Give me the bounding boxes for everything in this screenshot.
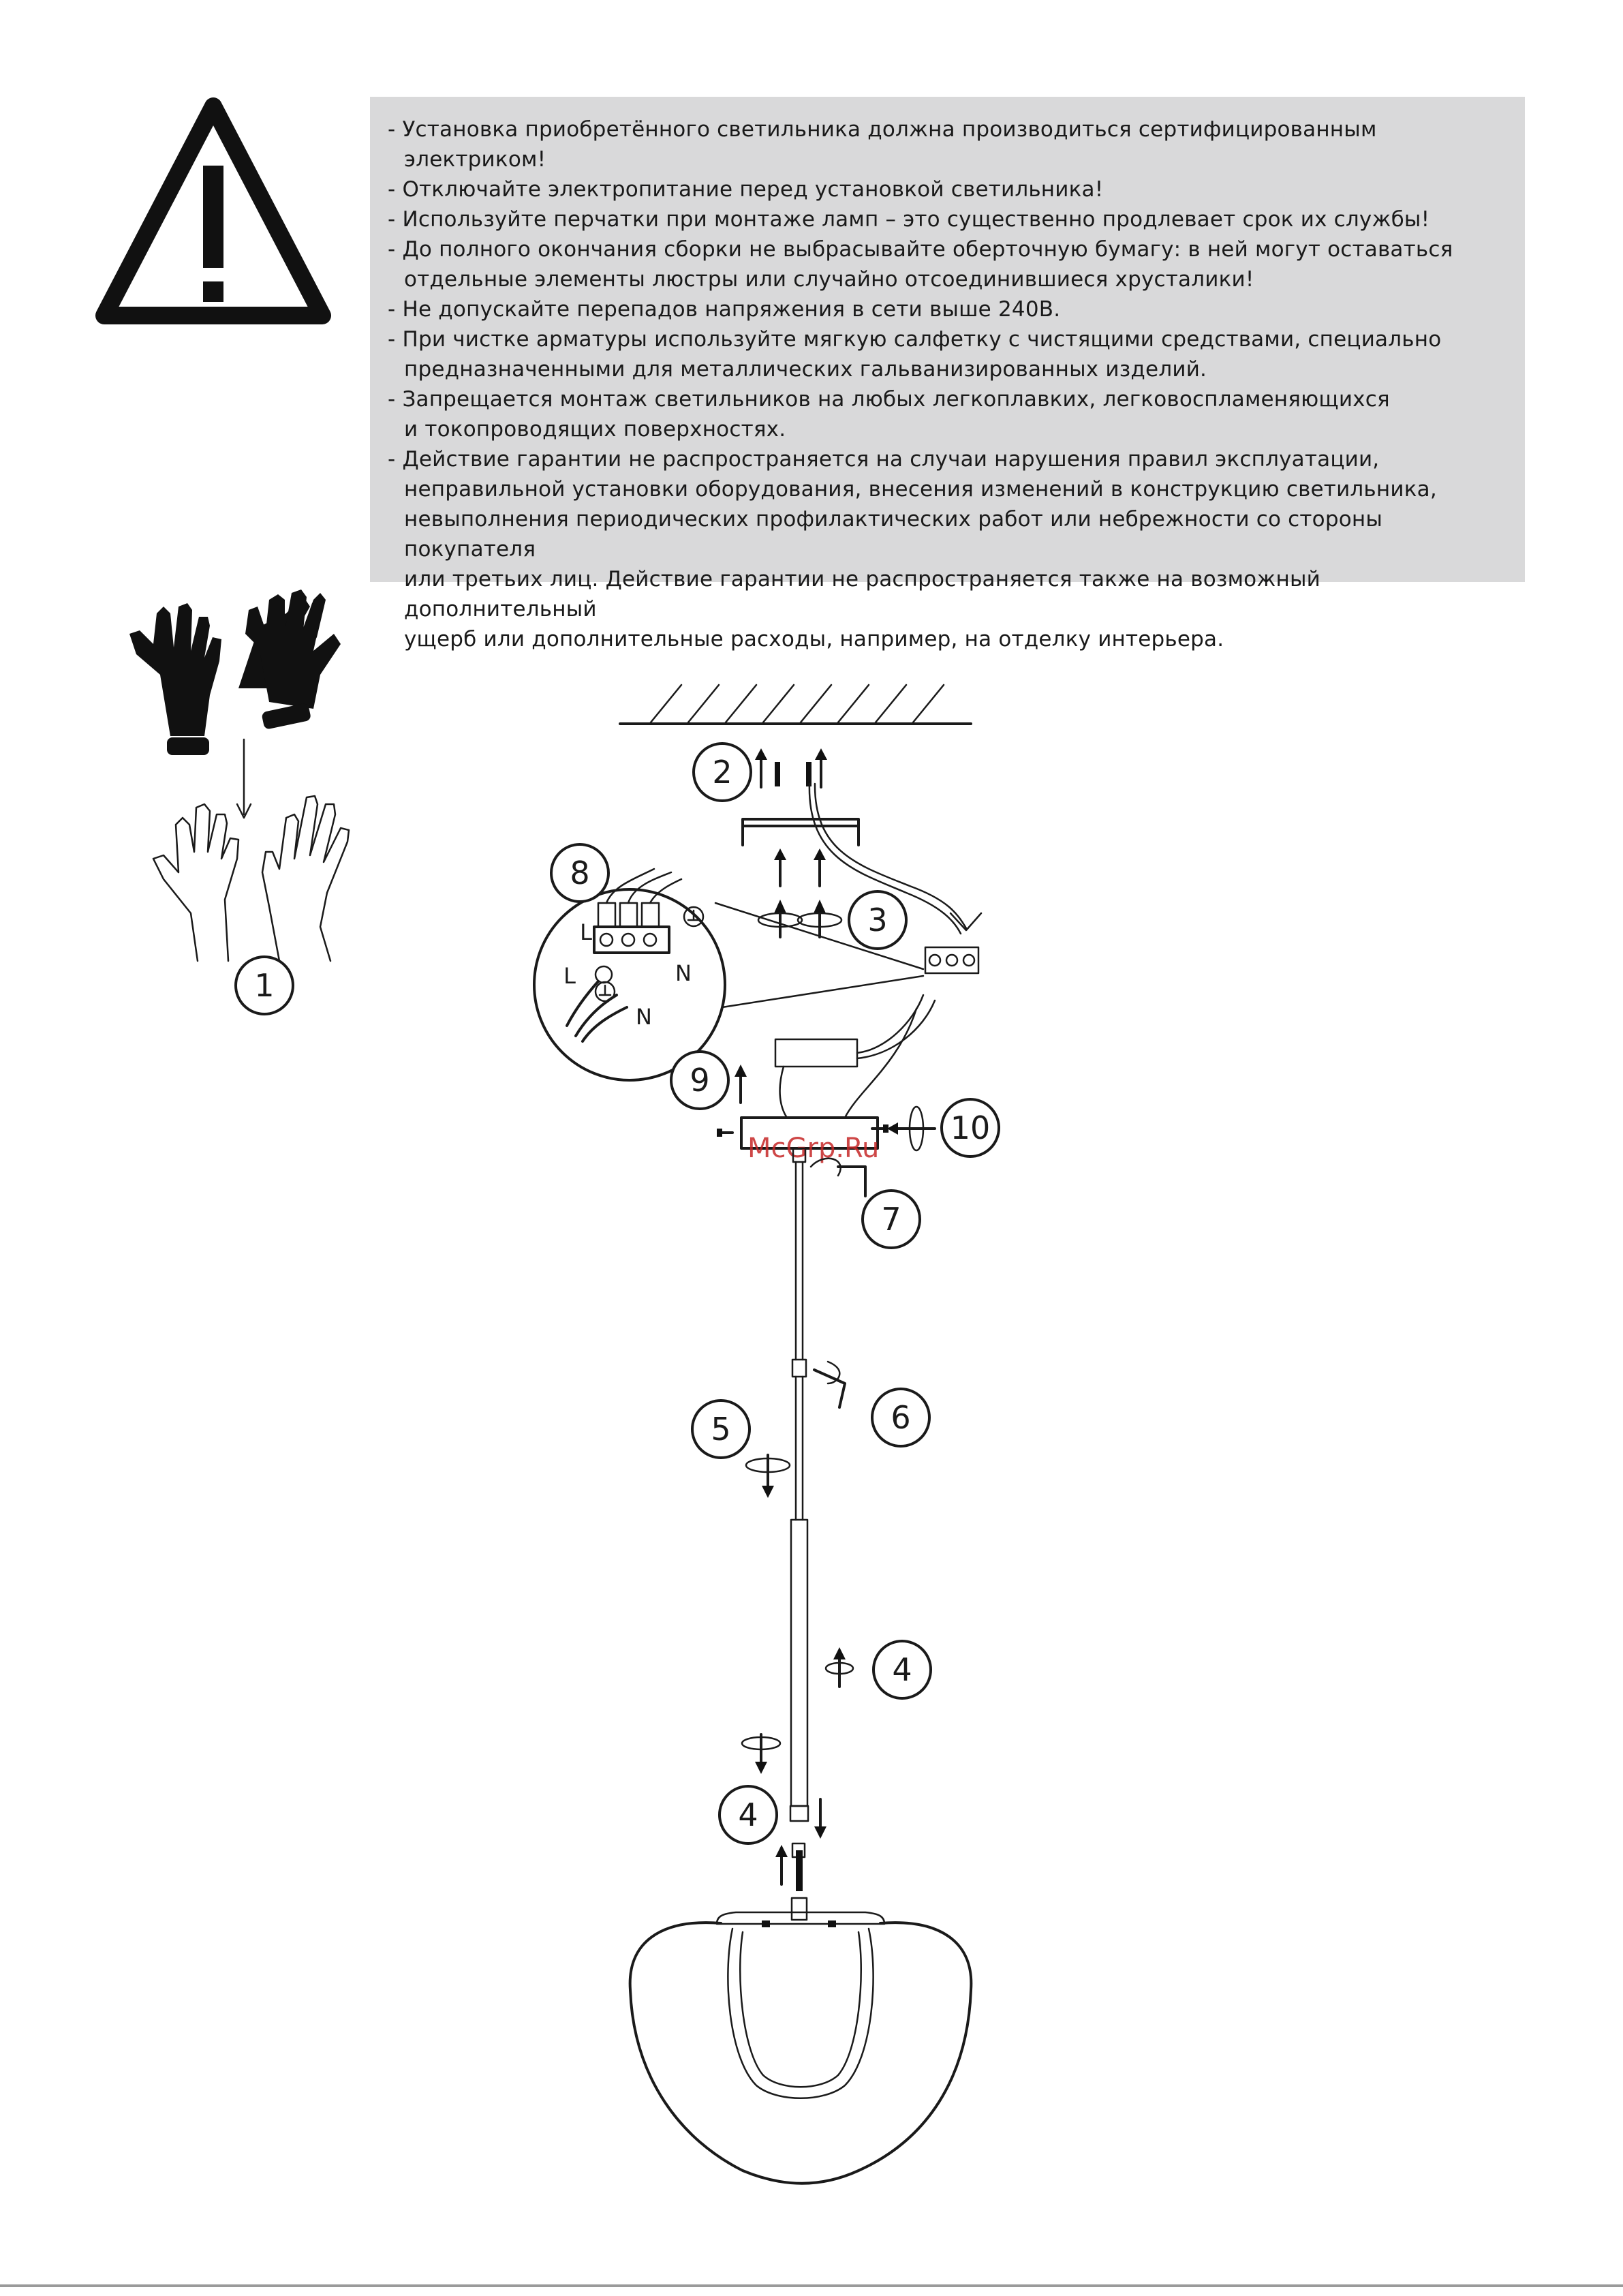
- step-1-marker: [234, 955, 294, 1015]
- arrow-head: [236, 803, 252, 819]
- warning-item: - Используйте перчатки при монтаже ламп …: [388, 207, 1430, 232]
- step-4b-number: 4: [738, 1796, 758, 1833]
- page-bottom-rule: [0, 2284, 1623, 2287]
- anchor-bolts-icon: [755, 748, 827, 789]
- step-2-marker: [692, 742, 752, 802]
- rotate-down-icon: [745, 1454, 791, 1498]
- terminal-label-n: N: [675, 960, 692, 986]
- arrow-head: [735, 1065, 747, 1077]
- warning-list: - Установка приобретённого светильника д…: [388, 114, 1511, 654]
- step-4b-marker: [718, 1785, 778, 1845]
- step-7-number: 7: [881, 1201, 901, 1238]
- mounting-bracket: [741, 782, 968, 935]
- watermark-text: McGrp.Ru: [747, 1133, 879, 1164]
- step-4-marker: [872, 1640, 932, 1700]
- zoom-line: [721, 975, 925, 1009]
- canopy-screws: [717, 1105, 936, 1152]
- ceiling: [619, 684, 972, 725]
- warning-item: - Отключайте электропитание перед устано…: [388, 177, 1104, 202]
- suspension-rod: [789, 1147, 809, 1858]
- canopy: [740, 1116, 879, 1150]
- screws-icon: [757, 848, 843, 938]
- safety-notice-box: - Установка приобретённого светильника д…: [370, 97, 1525, 652]
- bare-hands-icon: [152, 795, 350, 962]
- step-10-marker: [940, 1098, 1000, 1158]
- step-5-number: 5: [711, 1411, 730, 1448]
- rotate-up-icon: [824, 1647, 854, 1688]
- step-8-number: 8: [570, 855, 589, 891]
- warning-item: - Не допускайте перепадов напряжения в с…: [388, 297, 1061, 322]
- arrow-head: [775, 1845, 788, 1857]
- step-9-marker: [670, 1050, 730, 1110]
- warning-item: - Установка приобретённого светильника д…: [388, 117, 1377, 172]
- warning-item: - Запрещается монтаж светильников на люб…: [388, 387, 1390, 442]
- step-6-number: 6: [891, 1399, 910, 1436]
- arrow-head: [814, 1826, 826, 1839]
- step-3-number: 3: [867, 902, 887, 938]
- zoom-line: [714, 902, 925, 970]
- glass-shade: [628, 1897, 973, 2185]
- wire-label-l: L: [563, 963, 576, 989]
- terminal-detail: [566, 868, 705, 1043]
- terminal-block: [924, 912, 983, 975]
- step-10-number: 10: [950, 1109, 991, 1146]
- step-2-number: 2: [712, 754, 732, 791]
- terminal-detail-circle: [533, 888, 726, 1082]
- step-4-number: 4: [892, 1651, 912, 1688]
- rotate-arrow-icon: [826, 1360, 841, 1385]
- warning-triangle-icon: [95, 97, 331, 324]
- step-8-marker: [550, 843, 610, 903]
- driver-box: [774, 994, 936, 1119]
- step-5-marker: [691, 1399, 751, 1459]
- rotate-arrow-icon: [809, 1157, 841, 1177]
- step-6-marker: [871, 1388, 931, 1448]
- hex-key-icon: [813, 1368, 846, 1409]
- wire-label-n: N: [636, 1004, 652, 1030]
- gloves-icon: [129, 590, 341, 755]
- threaded-tube: [796, 1850, 803, 1891]
- terminal-label-l: L: [580, 919, 592, 945]
- rotate-down-icon: [741, 1733, 782, 1774]
- step-3-marker: [848, 890, 908, 950]
- step-7-marker: [861, 1189, 921, 1249]
- warning-item: - До полного окончания сборки не выбрасы…: [388, 237, 1453, 292]
- hex-key-icon: [837, 1165, 867, 1197]
- step-1-number: 1: [254, 967, 274, 1004]
- warning-item: - Действие гарантии не распространяется …: [388, 447, 1437, 652]
- warning-item: - При чистке арматуры используйте мягкую…: [388, 327, 1442, 382]
- step-9-number: 9: [690, 1062, 709, 1099]
